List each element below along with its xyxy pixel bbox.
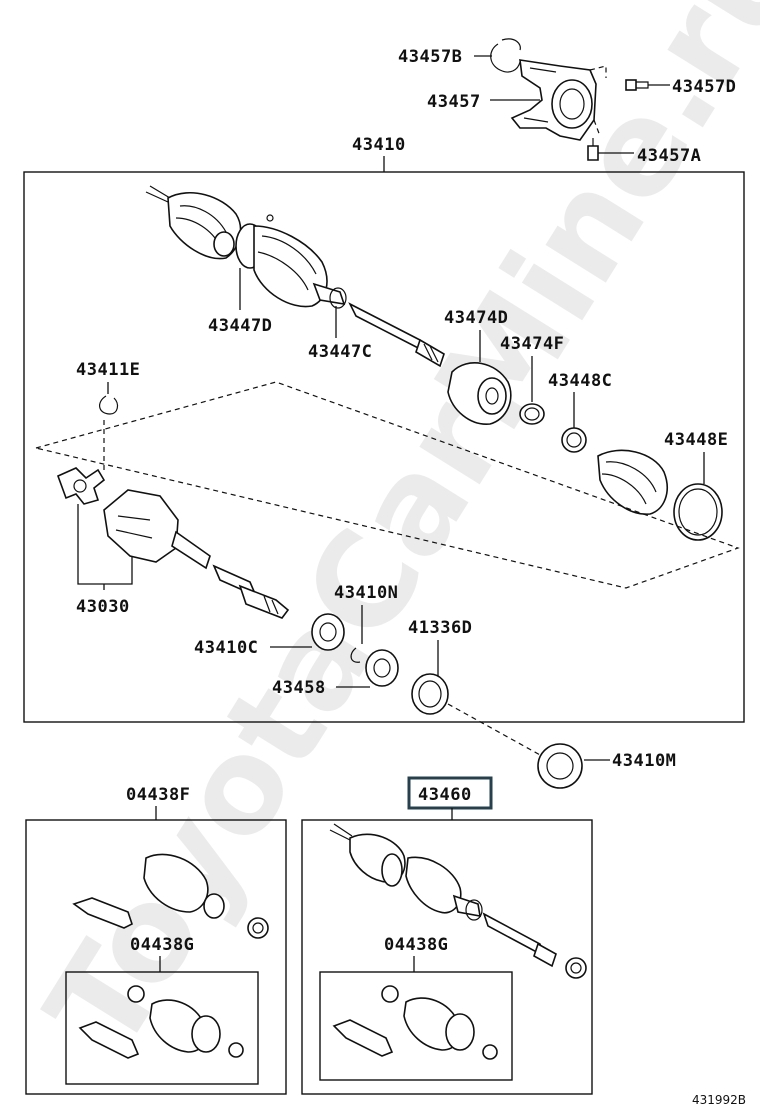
label-43447D: 43447D [208, 316, 272, 336]
label-43447C: 43447C [308, 342, 372, 362]
label-43410N: 43410N [334, 583, 398, 603]
label-43458: 43458 [272, 678, 326, 698]
boot-kit-04438G-right-parts [332, 985, 498, 1060]
bearing-bracket-group [490, 38, 649, 161]
label-43460: 43460 [418, 785, 472, 805]
label-43457D: 43457D [672, 77, 736, 97]
washer-43458-shape [365, 649, 399, 687]
label-43410: 43410 [352, 135, 406, 155]
outer-joint-shaft [145, 185, 445, 368]
assembly-box-43460 [301, 819, 593, 1095]
bracket-bore-inner [559, 88, 585, 120]
highlight-box-43460 [407, 776, 493, 810]
label-43410C: 43410C [194, 638, 258, 658]
boot-kit-04438F-parts [72, 853, 269, 939]
label-43474F: 43474F [500, 334, 564, 354]
label-43457: 43457 [427, 92, 481, 112]
snap-ring-43457B-shape [490, 38, 521, 73]
seal-41336D-shape [411, 673, 449, 715]
clamp-43448C-shape [561, 427, 587, 453]
clamp-43474F-shape [519, 403, 545, 425]
assembly-box-43410 [23, 171, 745, 723]
label-04438G-right: 04438G [384, 935, 448, 955]
boot-kit-04438G-left-parts [78, 985, 244, 1059]
dashed-assembly-zone [35, 381, 740, 589]
diagram-id: 431992B [692, 1093, 746, 1107]
label-43448C: 43448C [548, 371, 612, 391]
label-04438G-left: 04438G [130, 935, 194, 955]
label-43030: 43030 [76, 597, 130, 617]
snap-ring-43410N-shape [350, 647, 361, 663]
snap-ring-43411E-shape [99, 395, 119, 415]
label-43410M: 43410M [612, 751, 676, 771]
inner-boot-43448E-shape [597, 449, 723, 541]
bracket-bore-shape [551, 79, 593, 129]
label-43457B: 43457B [398, 47, 462, 67]
inner-joint-43030-shape [56, 467, 290, 619]
kit-box-04438F [25, 819, 287, 1095]
label-04438F: 04438F [126, 785, 190, 805]
seal-43410M-shape [537, 743, 583, 789]
label-43474D: 43474D [444, 308, 508, 328]
subkit-box-04438G-left [65, 971, 259, 1085]
label-41336D: 41336D [408, 618, 472, 638]
bearing-43410C-shape [311, 613, 345, 651]
label-43448E: 43448E [664, 430, 728, 450]
pin-43457A-shape [587, 138, 599, 161]
subkit-box-04438G-right [319, 971, 513, 1081]
label-43457A: 43457A [637, 146, 701, 166]
damper-43474D-shape [447, 362, 512, 425]
drive-shaft-43460-parts [329, 823, 587, 979]
label-43411E: 43411E [76, 360, 140, 380]
